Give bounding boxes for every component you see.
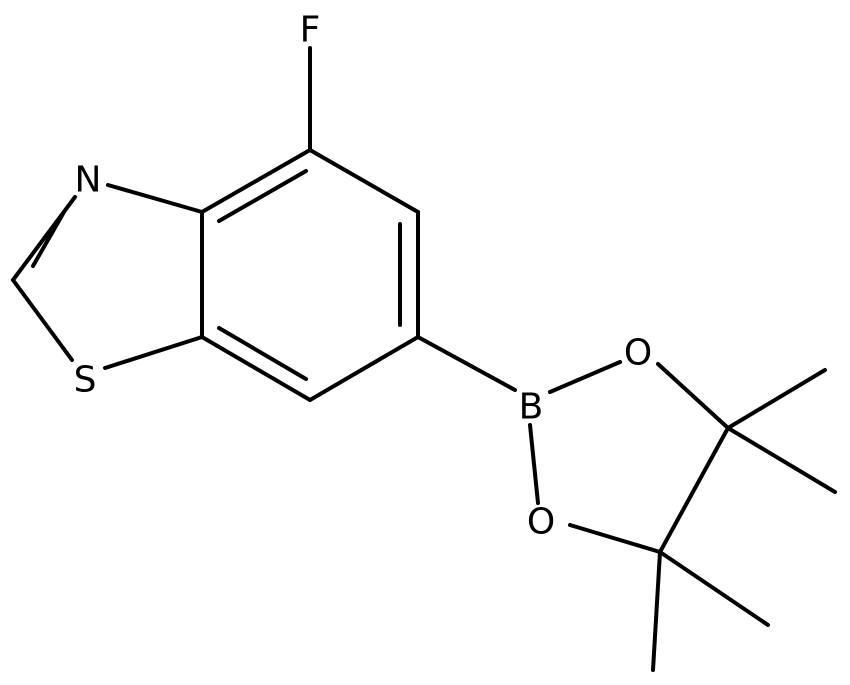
bond-methyl-3 [658, 550, 770, 627]
bond-methyl-2 [726, 426, 837, 494]
atom-label-oxygen-upper: O [624, 333, 652, 374]
bond-b-o-upper [548, 360, 622, 394]
bond-c4-c5 [308, 148, 420, 214]
bond-n-c2 [11, 195, 77, 282]
bond-c7-c7a-inner [217, 326, 308, 381]
bond-n-c2-inner [31, 210, 66, 268]
bond-c7-c7a [200, 335, 312, 402]
bond-c-o-lower [568, 523, 662, 554]
atom-label-oxygen-lower: O [527, 502, 555, 543]
bond-methyl-1 [726, 368, 827, 430]
atom-label-fluorine: F [300, 10, 321, 51]
bond-s-c7a [103, 335, 204, 370]
atom-label-boron: B [519, 387, 544, 428]
bond-c2-s [11, 278, 74, 362]
bond-c3a-c4-inner [217, 169, 308, 223]
bond-methyl-4 [651, 550, 662, 672]
atom-label-nitrogen: N [75, 160, 102, 201]
bond-o-lower-b [528, 423, 540, 505]
bond-c3a-n [106, 183, 204, 214]
atom-label-sulfur: S [74, 360, 97, 401]
bond-c6-c7 [308, 335, 420, 402]
bond-c3a-c4 [200, 148, 312, 214]
bond-c6-b [416, 335, 517, 392]
bond-o-upper-c [656, 362, 730, 430]
bond-c-c [658, 426, 730, 554]
